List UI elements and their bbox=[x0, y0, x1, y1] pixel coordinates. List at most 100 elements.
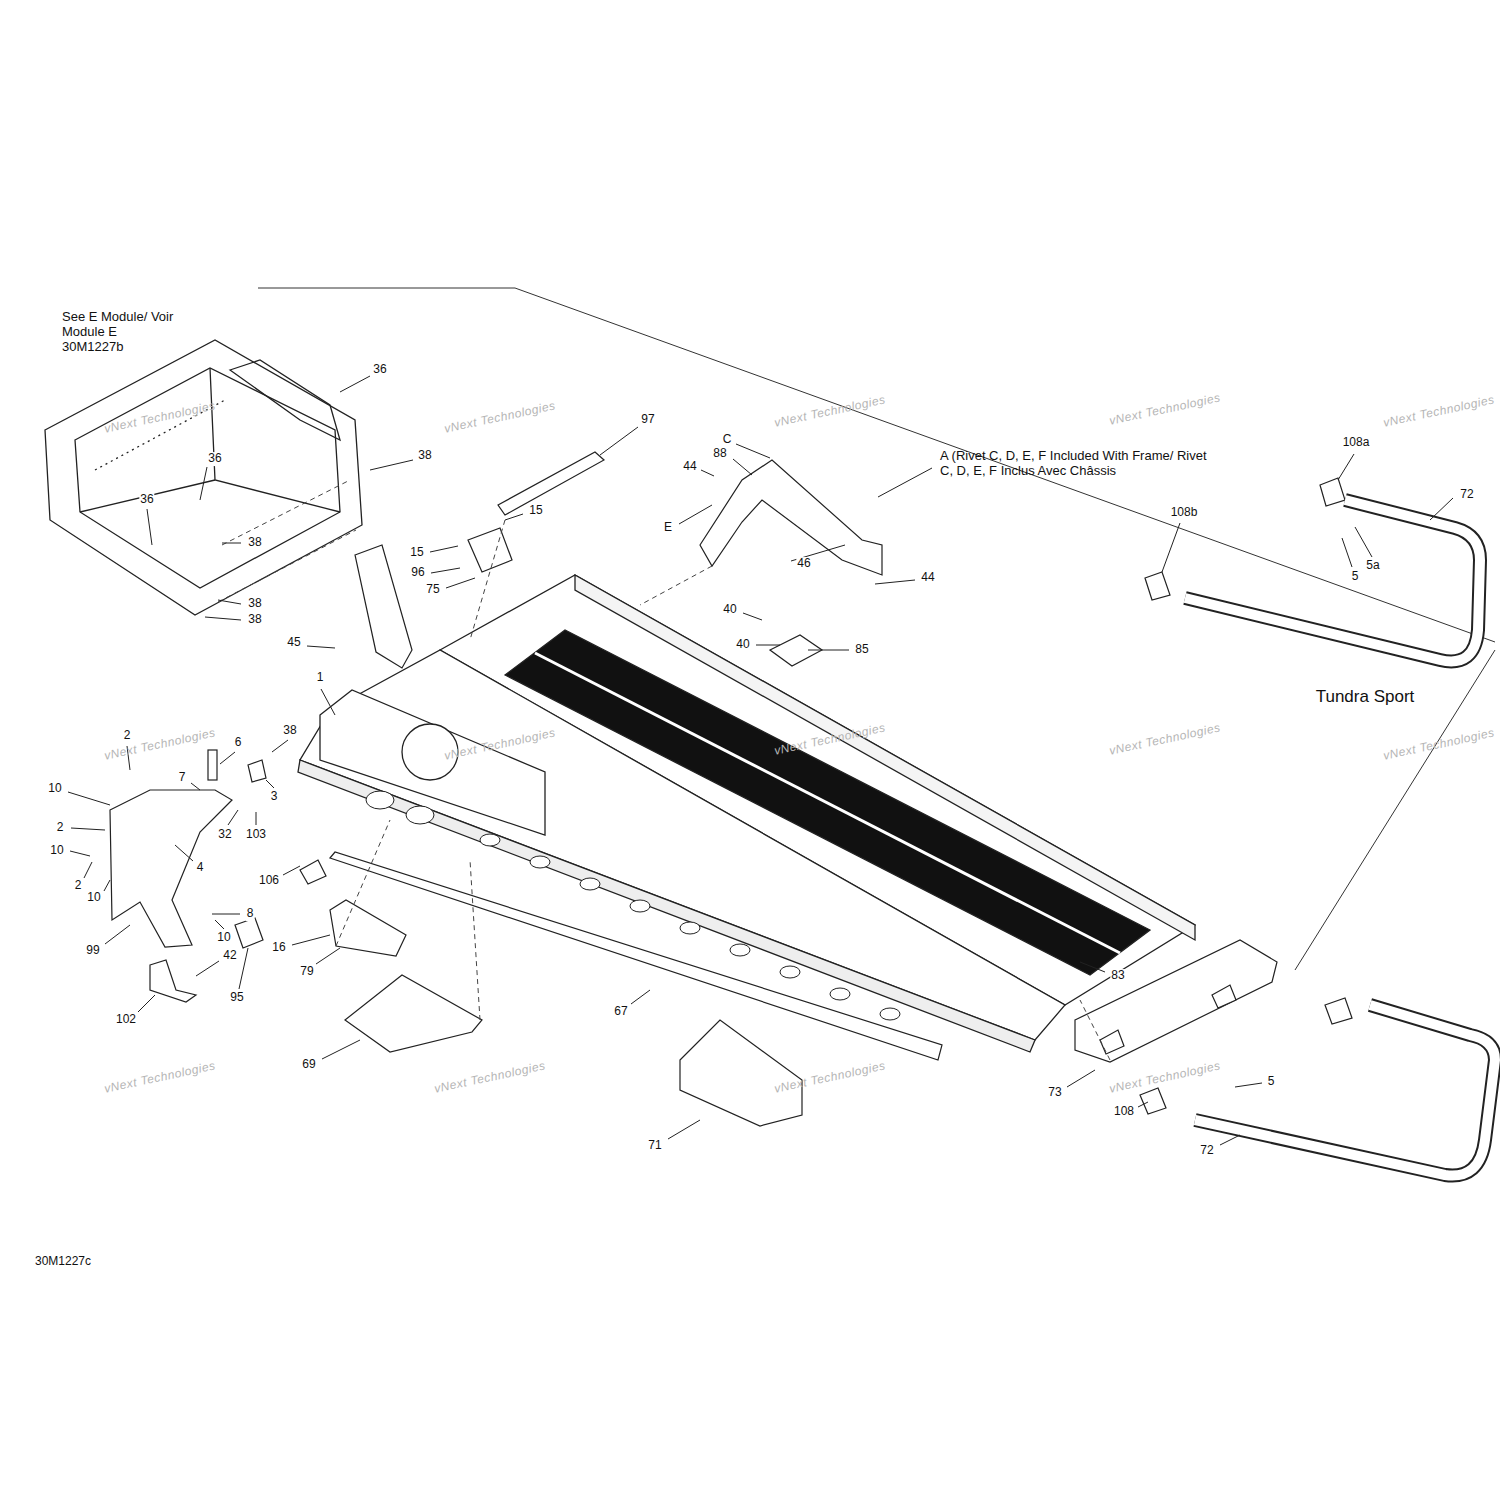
leader-line bbox=[147, 509, 152, 545]
watermark: vNext Technologies bbox=[1382, 393, 1496, 430]
leader-line bbox=[105, 925, 130, 944]
bumper-inner bbox=[1185, 500, 1480, 661]
callout-number: 71 bbox=[647, 1139, 662, 1153]
front-frame bbox=[210, 368, 340, 512]
leader-line bbox=[600, 427, 638, 455]
model-name: Tundra Sport bbox=[1316, 687, 1415, 707]
front-frame bbox=[95, 400, 225, 470]
tunnel bbox=[480, 834, 500, 846]
leader-line bbox=[283, 866, 300, 875]
leader-line bbox=[1338, 454, 1354, 480]
callout-number: 40 bbox=[735, 638, 750, 652]
drawing-code: 30M1227c bbox=[35, 1255, 91, 1269]
callout-number: 99 bbox=[85, 944, 100, 958]
callout-number: 108 bbox=[1113, 1105, 1135, 1119]
leader-line bbox=[138, 995, 155, 1012]
callout-number: 88 bbox=[712, 447, 727, 461]
leader-line bbox=[430, 546, 458, 552]
note-text: See E Module/ Voir Module E 30M1227b bbox=[62, 310, 177, 355]
leader-line bbox=[212, 914, 240, 915]
callout-number: 103 bbox=[245, 828, 267, 842]
leader-line bbox=[220, 752, 235, 764]
frame-parts bbox=[680, 1020, 802, 1126]
frame-parts bbox=[1320, 478, 1345, 506]
leader-line bbox=[266, 780, 274, 788]
leader-line bbox=[272, 740, 288, 752]
leader-line bbox=[307, 646, 335, 648]
front-frame bbox=[45, 340, 362, 615]
callout-number: 38 bbox=[282, 724, 297, 738]
tunnel bbox=[780, 966, 800, 978]
callout-number: 5 bbox=[1351, 570, 1360, 584]
tunnel bbox=[535, 653, 1120, 953]
callout-number: 73 bbox=[1047, 1086, 1062, 1100]
watermark: vNext Technologies bbox=[103, 399, 217, 436]
frame-parts bbox=[1212, 985, 1236, 1008]
leader-line bbox=[1235, 1083, 1262, 1087]
callout-number: 15 bbox=[528, 504, 543, 518]
callout-number: 2 bbox=[74, 879, 83, 893]
frame-bracket-outline bbox=[1295, 650, 1495, 970]
dashed-line bbox=[470, 860, 480, 1020]
callout-number: 10 bbox=[49, 844, 64, 858]
leader-line bbox=[431, 568, 460, 573]
callout-number: 72 bbox=[1459, 488, 1474, 502]
front-frame bbox=[80, 480, 215, 512]
leader-line bbox=[68, 376, 1453, 1145]
callout-number: 2 bbox=[123, 729, 132, 743]
callout-number: 36 bbox=[372, 363, 387, 377]
leader-line bbox=[370, 460, 413, 470]
callout-number: 106 bbox=[258, 874, 280, 888]
callout-number: 97 bbox=[640, 413, 655, 427]
leader-line bbox=[218, 600, 241, 604]
leader-line bbox=[878, 468, 932, 497]
leader-line bbox=[256, 812, 257, 825]
callout-number: 6 bbox=[234, 736, 243, 750]
frame-parts bbox=[345, 975, 482, 1052]
callout-number: C bbox=[722, 433, 733, 447]
leader-line bbox=[321, 689, 335, 715]
callout-number: 3 bbox=[270, 790, 279, 804]
callout-number: 42 bbox=[222, 949, 237, 963]
frame-parts bbox=[235, 918, 263, 948]
tunnel bbox=[366, 791, 394, 809]
callout-number: 108b bbox=[1170, 506, 1199, 520]
leader-line bbox=[701, 470, 714, 476]
callout-number: 10 bbox=[47, 782, 62, 796]
leader-line bbox=[808, 650, 849, 651]
frame-parts bbox=[1325, 998, 1352, 1024]
bumper bbox=[1185, 500, 1480, 661]
leader-line bbox=[70, 851, 90, 856]
frame-parts bbox=[150, 960, 196, 1002]
leader-line bbox=[316, 948, 340, 964]
leader-line bbox=[756, 645, 780, 646]
callout-number: 8 bbox=[246, 907, 255, 921]
watermark: vNext Technologies bbox=[1108, 391, 1222, 428]
frame-parts bbox=[110, 452, 1352, 1126]
frame-parts bbox=[355, 545, 412, 668]
tunnel bbox=[320, 690, 545, 835]
callout-number: E bbox=[663, 521, 673, 535]
callout-number: 2 bbox=[56, 821, 65, 835]
leader-line bbox=[505, 514, 523, 520]
leader-line bbox=[84, 862, 92, 878]
leader-line bbox=[104, 880, 110, 891]
callout-number: 38 bbox=[247, 597, 262, 611]
callout-number: 38 bbox=[417, 449, 432, 463]
watermark: vNext Technologies bbox=[103, 1059, 217, 1096]
leader-line bbox=[200, 467, 207, 500]
dashed-line bbox=[1080, 1000, 1110, 1060]
tunnel bbox=[406, 806, 434, 824]
frame-parts bbox=[1075, 940, 1277, 1062]
tunnel bbox=[298, 575, 1195, 1052]
watermark: vNext Technologies bbox=[1108, 1059, 1222, 1096]
tunnel bbox=[630, 900, 650, 912]
leader-line bbox=[743, 613, 762, 620]
callout-number: 108a bbox=[1342, 436, 1371, 450]
callout-number: 40 bbox=[722, 603, 737, 617]
dashed-line bbox=[470, 520, 505, 640]
callout-number: 36 bbox=[139, 493, 154, 507]
watermark: vNext Technologies bbox=[103, 726, 217, 763]
dashed-line bbox=[640, 566, 712, 605]
